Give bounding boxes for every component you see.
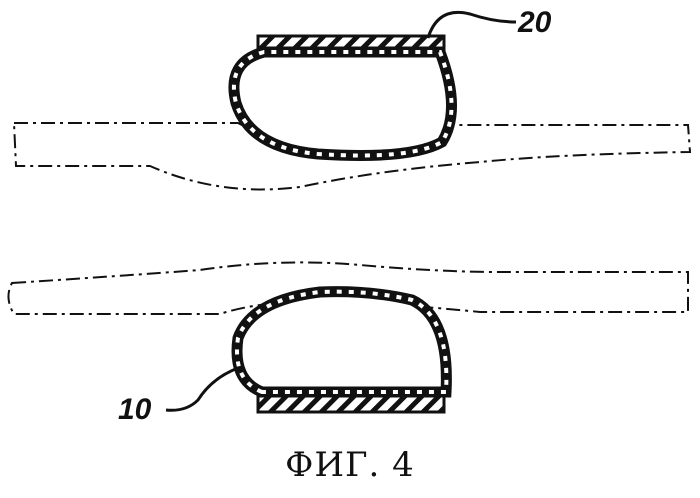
leader-line-20: [428, 12, 516, 38]
reference-numeral-20: 20: [518, 6, 551, 40]
figure-caption: ФИГ. 4: [0, 445, 700, 485]
reference-numeral-10: 10: [118, 393, 151, 427]
lower-device-base-strip: [258, 396, 444, 412]
upper-device-balloon: [234, 52, 452, 156]
leader-line-10: [166, 368, 238, 410]
